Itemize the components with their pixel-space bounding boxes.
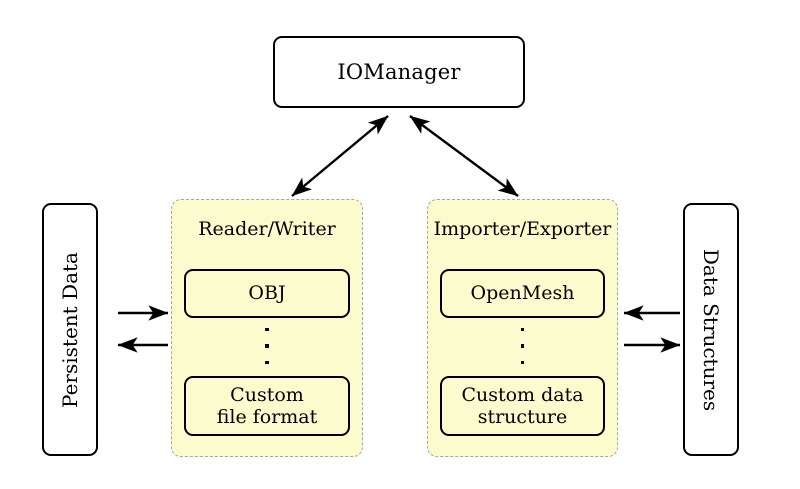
ellipsis-dot <box>520 344 525 348</box>
node-custom-file-format-line1: Custom <box>230 383 304 406</box>
node-custom-data-structure: Custom data structure <box>440 376 605 436</box>
ellipsis-dot <box>265 344 269 348</box>
node-custom-file-format-label: Custom file format <box>217 384 318 429</box>
node-data-structures: Data Structures <box>683 203 739 456</box>
node-iomanager: IOManager <box>273 36 525 108</box>
node-openmesh-label: OpenMesh <box>470 282 575 305</box>
node-obj: OBJ <box>184 269 350 318</box>
node-openmesh: OpenMesh <box>440 269 605 318</box>
node-iomanager-label: IOManager <box>337 60 461 84</box>
node-data-structures-label: Data Structures <box>699 248 723 411</box>
node-custom-data-structure-line1: Custom data <box>461 383 584 406</box>
node-obj-label: OBJ <box>248 282 286 305</box>
panel-importer-exporter: Importer/Exporter OpenMesh Custom data s… <box>427 199 618 457</box>
ellipsis-dot <box>265 360 269 364</box>
panel-importer-exporter-title: Importer/Exporter <box>433 218 612 240</box>
ellipsis-dot <box>520 360 525 364</box>
node-persistent-data-label: Persistent Data <box>58 251 83 408</box>
connector-iomanager-importer-exporter <box>409 115 519 197</box>
node-custom-file-format-line2: file format <box>216 406 318 428</box>
connector-iomanager-reader-writer <box>291 115 389 197</box>
panel-reader-writer-title: Reader/Writer <box>198 218 336 240</box>
ellipsis-dot <box>520 328 525 332</box>
ellipsis-icon <box>428 328 617 364</box>
ellipsis-icon <box>172 328 362 364</box>
node-custom-data-structure-line2: structure <box>477 406 568 428</box>
node-custom-file-format: Custom file format <box>184 376 350 436</box>
ellipsis-dot <box>265 328 269 332</box>
node-custom-data-structure-label: Custom data structure <box>461 384 583 429</box>
node-persistent-data: Persistent Data <box>42 203 98 456</box>
panel-reader-writer: Reader/Writer OBJ Custom file format <box>171 199 363 457</box>
